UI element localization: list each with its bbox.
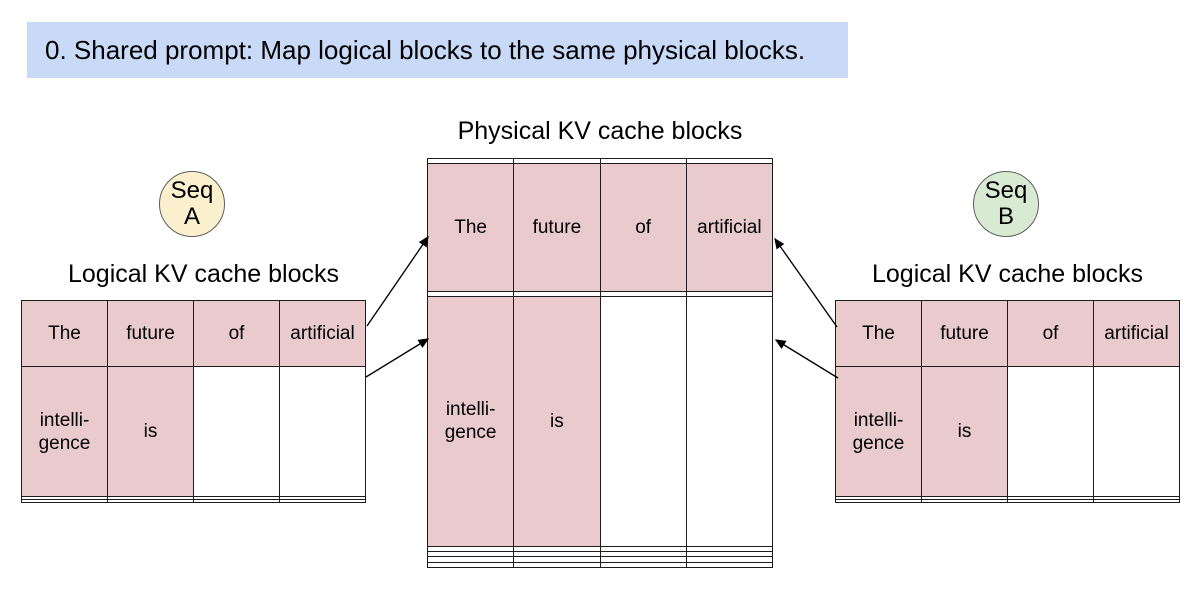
kv-token-cell: artificial bbox=[685, 163, 774, 292]
kv-token-cell: future bbox=[513, 163, 601, 292]
kv-empty-cell bbox=[685, 561, 774, 569]
kv-empty-cell bbox=[921, 499, 1008, 503]
kv-empty-cell bbox=[685, 290, 774, 298]
kv-token-cell: future bbox=[921, 299, 1008, 368]
kv-empty-cell bbox=[1093, 366, 1180, 498]
kv-token-cell: The bbox=[835, 299, 922, 368]
kv-empty-cell bbox=[835, 499, 922, 503]
kv-empty-cell bbox=[21, 499, 108, 503]
kv-empty-cell bbox=[107, 499, 194, 503]
kv-token-cell: is bbox=[513, 296, 601, 547]
kv-empty-cell bbox=[1007, 366, 1094, 498]
kv-empty-cell bbox=[279, 499, 366, 503]
seq-a-logical-blocks-title: Logical KV cache blocks bbox=[68, 260, 339, 288]
kv-empty-cell bbox=[685, 157, 774, 165]
kv-block-row bbox=[426, 561, 774, 569]
seq-b-label-line1: Seq bbox=[984, 177, 1028, 204]
kv-token-cell: of bbox=[599, 163, 687, 292]
arrow-seq-a-block0-to-physical-row2 bbox=[366, 235, 429, 327]
kv-empty-cell bbox=[685, 296, 774, 547]
physical-kv-blocks-title: Physical KV cache blocks bbox=[457, 117, 743, 145]
kv-token-cell: future bbox=[107, 299, 194, 368]
kv-empty-cell bbox=[599, 296, 687, 547]
kv-token-cell: of bbox=[1007, 299, 1094, 368]
step-banner-text: 0. Shared prompt: Map logical blocks to … bbox=[45, 34, 806, 65]
arrow-seq-a-block1-to-physical-row4 bbox=[365, 338, 430, 378]
seq-b-logical-blocks-title: Logical KV cache blocks bbox=[872, 260, 1143, 288]
arrow-seq-b-block1-to-physical-row4 bbox=[774, 339, 839, 379]
kv-empty-cell bbox=[426, 561, 515, 569]
kv-empty-cell bbox=[193, 499, 280, 503]
kv-token-cell: The bbox=[426, 163, 515, 292]
kv-token-cell: is bbox=[921, 366, 1008, 498]
seq-b-badge: Seq B bbox=[973, 171, 1039, 237]
kv-empty-cell bbox=[193, 366, 280, 498]
kv-block-row bbox=[835, 499, 1180, 503]
kv-empty-cell bbox=[513, 561, 601, 569]
kv-token-cell: intelli- gence bbox=[21, 366, 108, 498]
kv-token-cell: The bbox=[21, 299, 108, 368]
seq-a-label-line1: Seq bbox=[170, 177, 214, 204]
kv-token-cell: of bbox=[193, 299, 280, 368]
kv-token-cell: artificial bbox=[279, 299, 366, 368]
kv-empty-cell bbox=[1093, 499, 1180, 503]
arrow-seq-b-block0-to-physical-row2 bbox=[774, 237, 838, 328]
kv-empty-cell bbox=[1007, 499, 1094, 503]
kv-block-row bbox=[21, 499, 366, 503]
kv-empty-cell bbox=[599, 561, 687, 569]
kv-token-cell: artificial bbox=[1093, 299, 1180, 368]
seq-a-label-line2: A bbox=[183, 203, 200, 230]
kv-empty-cell bbox=[279, 366, 366, 498]
kv-token-cell: is bbox=[107, 366, 194, 498]
kv-token-cell: intelli- gence bbox=[835, 366, 922, 498]
seq-a-badge: Seq A bbox=[159, 171, 225, 237]
kv-token-cell: intelli- gence bbox=[426, 296, 515, 547]
kv-block-row bbox=[426, 157, 774, 165]
seq-b-label-line2: B bbox=[997, 203, 1014, 230]
kv-block-row bbox=[426, 290, 774, 298]
step-banner: 0. Shared prompt: Map logical blocks to … bbox=[27, 22, 848, 78]
